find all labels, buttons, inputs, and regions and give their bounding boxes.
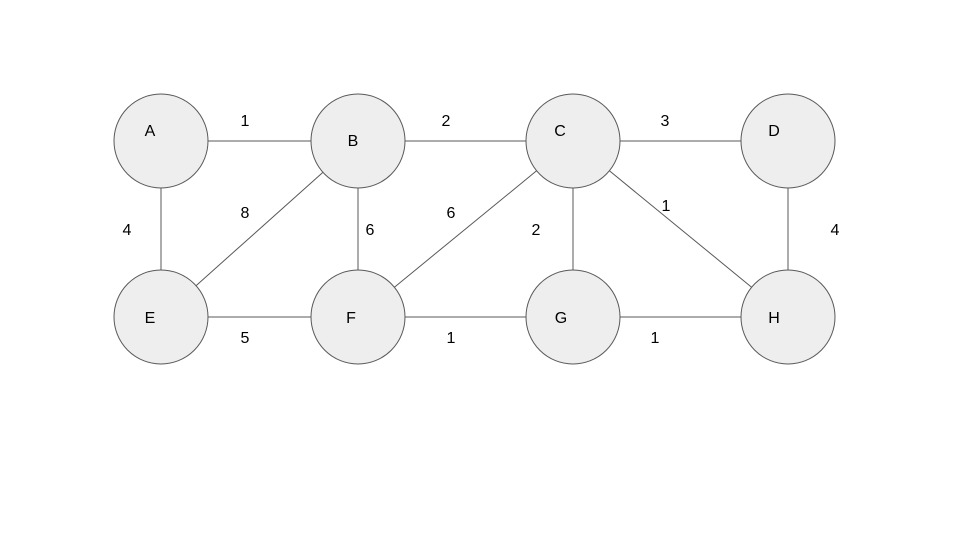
node-circle-f: [310, 269, 406, 365]
edge-weight-b-c: 2: [442, 113, 451, 130]
node-c: C: [525, 93, 621, 189]
node-label-f: F: [346, 310, 356, 327]
edge-weights-layer: 1 2 3 4 8 6 6 2 1 4 5 1 1: [123, 113, 840, 347]
node-circle-e: [113, 269, 209, 365]
node-h: H: [740, 269, 836, 365]
node-label-h: H: [768, 310, 780, 327]
node-e: E: [113, 269, 209, 365]
node-label-c: C: [554, 123, 566, 140]
node-label-g: G: [555, 310, 567, 327]
edge-weight-c-g: 2: [532, 222, 541, 239]
edge-b-e: [195, 171, 324, 287]
edge-c-f: [394, 170, 537, 288]
edge-weight-b-f: 6: [366, 222, 375, 239]
edge-weight-c-h: 1: [662, 198, 671, 215]
node-b: B: [310, 93, 406, 189]
edge-weight-c-f: 6: [447, 205, 456, 222]
node-circle-a: [113, 93, 209, 189]
edge-weight-f-g: 1: [447, 330, 456, 347]
edge-weight-a-e: 4: [123, 222, 132, 239]
node-circle-b: [310, 93, 406, 189]
edge-weight-e-f: 5: [241, 330, 250, 347]
edge-weight-g-h: 1: [651, 330, 660, 347]
node-label-b: B: [348, 133, 359, 150]
edge-weight-b-e: 8: [241, 205, 250, 222]
nodes-layer: A B C D E F G H: [113, 93, 836, 365]
edge-weight-d-h: 4: [831, 222, 840, 239]
node-circle-g: [525, 269, 621, 365]
node-circle-c: [525, 93, 621, 189]
node-g: G: [525, 269, 621, 365]
node-label-d: D: [768, 123, 780, 140]
edge-weight-c-d: 3: [661, 113, 670, 130]
node-circle-h: [740, 269, 836, 365]
edge-weight-a-b: 1: [241, 113, 250, 130]
node-f: F: [310, 269, 406, 365]
node-circle-d: [740, 93, 836, 189]
node-d: D: [740, 93, 836, 189]
edge-c-h: [609, 170, 752, 288]
node-label-e: E: [145, 310, 156, 327]
edges-layer: [160, 140, 789, 318]
node-label-a: A: [145, 123, 156, 140]
node-a: A: [113, 93, 209, 189]
